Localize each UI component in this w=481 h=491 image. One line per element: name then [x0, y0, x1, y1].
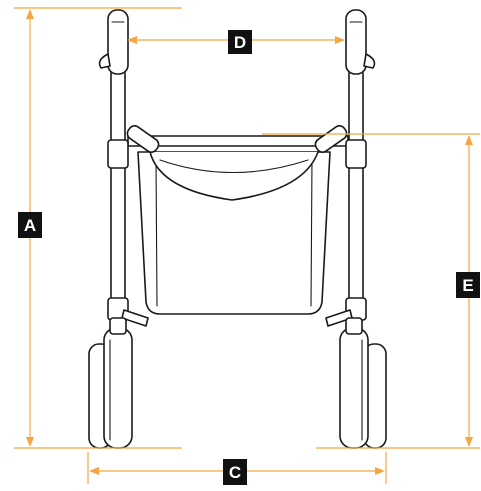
- right-handle: [345, 9, 376, 75]
- right-frame: [325, 69, 367, 327]
- dimension-c-label: C: [229, 463, 241, 482]
- dimension-e-label: E: [462, 276, 473, 295]
- dimension-d: D: [127, 30, 345, 54]
- dimension-d-label: D: [234, 33, 246, 52]
- left-wheels: [88, 317, 133, 449]
- dimension-a: A: [14, 7, 182, 449]
- left-handle: [98, 9, 129, 75]
- basket: [137, 151, 331, 315]
- dimension-e: E: [262, 133, 480, 449]
- dimension-a-label: A: [24, 216, 36, 235]
- rollator-illustration: [88, 9, 387, 449]
- left-seat-handle: [126, 125, 160, 153]
- right-wheels: [339, 317, 387, 449]
- right-seat-handle: [314, 125, 348, 153]
- dimension-c: C: [87, 452, 387, 485]
